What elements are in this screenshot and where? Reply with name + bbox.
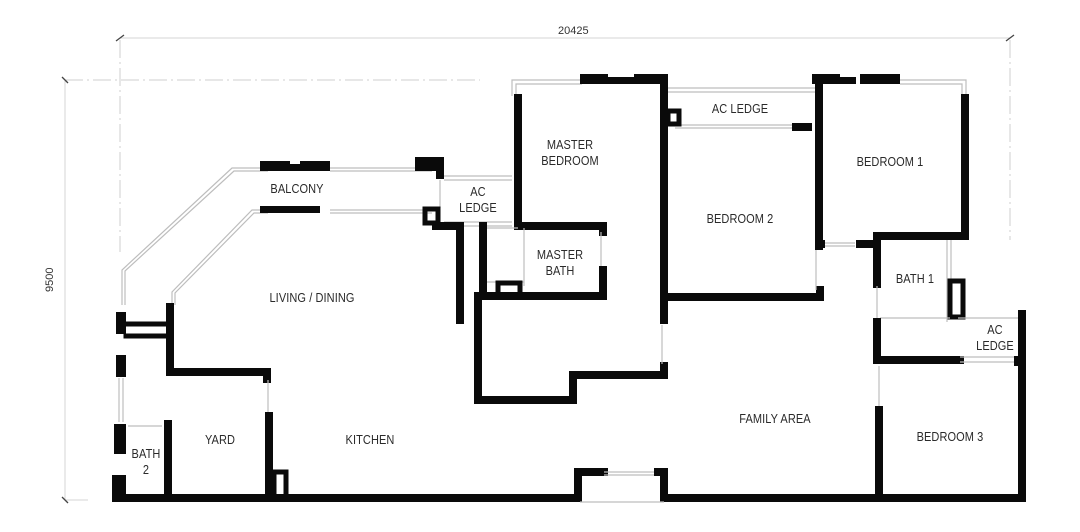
bedroom-2-walls [664,87,824,301]
room-label-ac-ledge-3: AC LEDGE [976,323,1014,353]
room-label-bath-1: BATH 1 [895,272,935,286]
bedroom-3-walls [875,310,1026,502]
room-label-master-bath: MASTER BATH [536,248,584,278]
width-dimension-label: 20425 [558,25,589,37]
left-walls [112,303,289,502]
dimension-lines [61,34,1015,504]
height-dimension-label: 9500 [44,267,56,292]
room-label-ac-ledge-2: AC LEDGE [711,102,769,116]
master-bath-walls [474,222,668,404]
room-label-master-bedroom: MASTER BEDROOM [541,138,599,168]
master-bedroom-walls [511,74,668,324]
room-label-ac-ledge-1: AC LEDGE [459,185,497,215]
room-label-bath-2: BATH 2 [131,447,161,477]
bath-1-walls [873,236,1024,366]
room-label-balcony: BALCONY [270,182,324,196]
room-label-bedroom-1: BEDROOM 1 [856,155,924,169]
room-label-yard: YARD [204,433,236,447]
room-label-kitchen: KITCHEN [345,433,395,447]
room-label-bedroom-3: BEDROOM 3 [916,430,984,444]
outer-walls-bottom [112,468,884,503]
room-label-family-area: FAMILY AREA [739,412,811,426]
room-label-bedroom-2: BEDROOM 2 [706,212,774,226]
room-label-living-dining: LIVING / DINING [269,291,355,305]
